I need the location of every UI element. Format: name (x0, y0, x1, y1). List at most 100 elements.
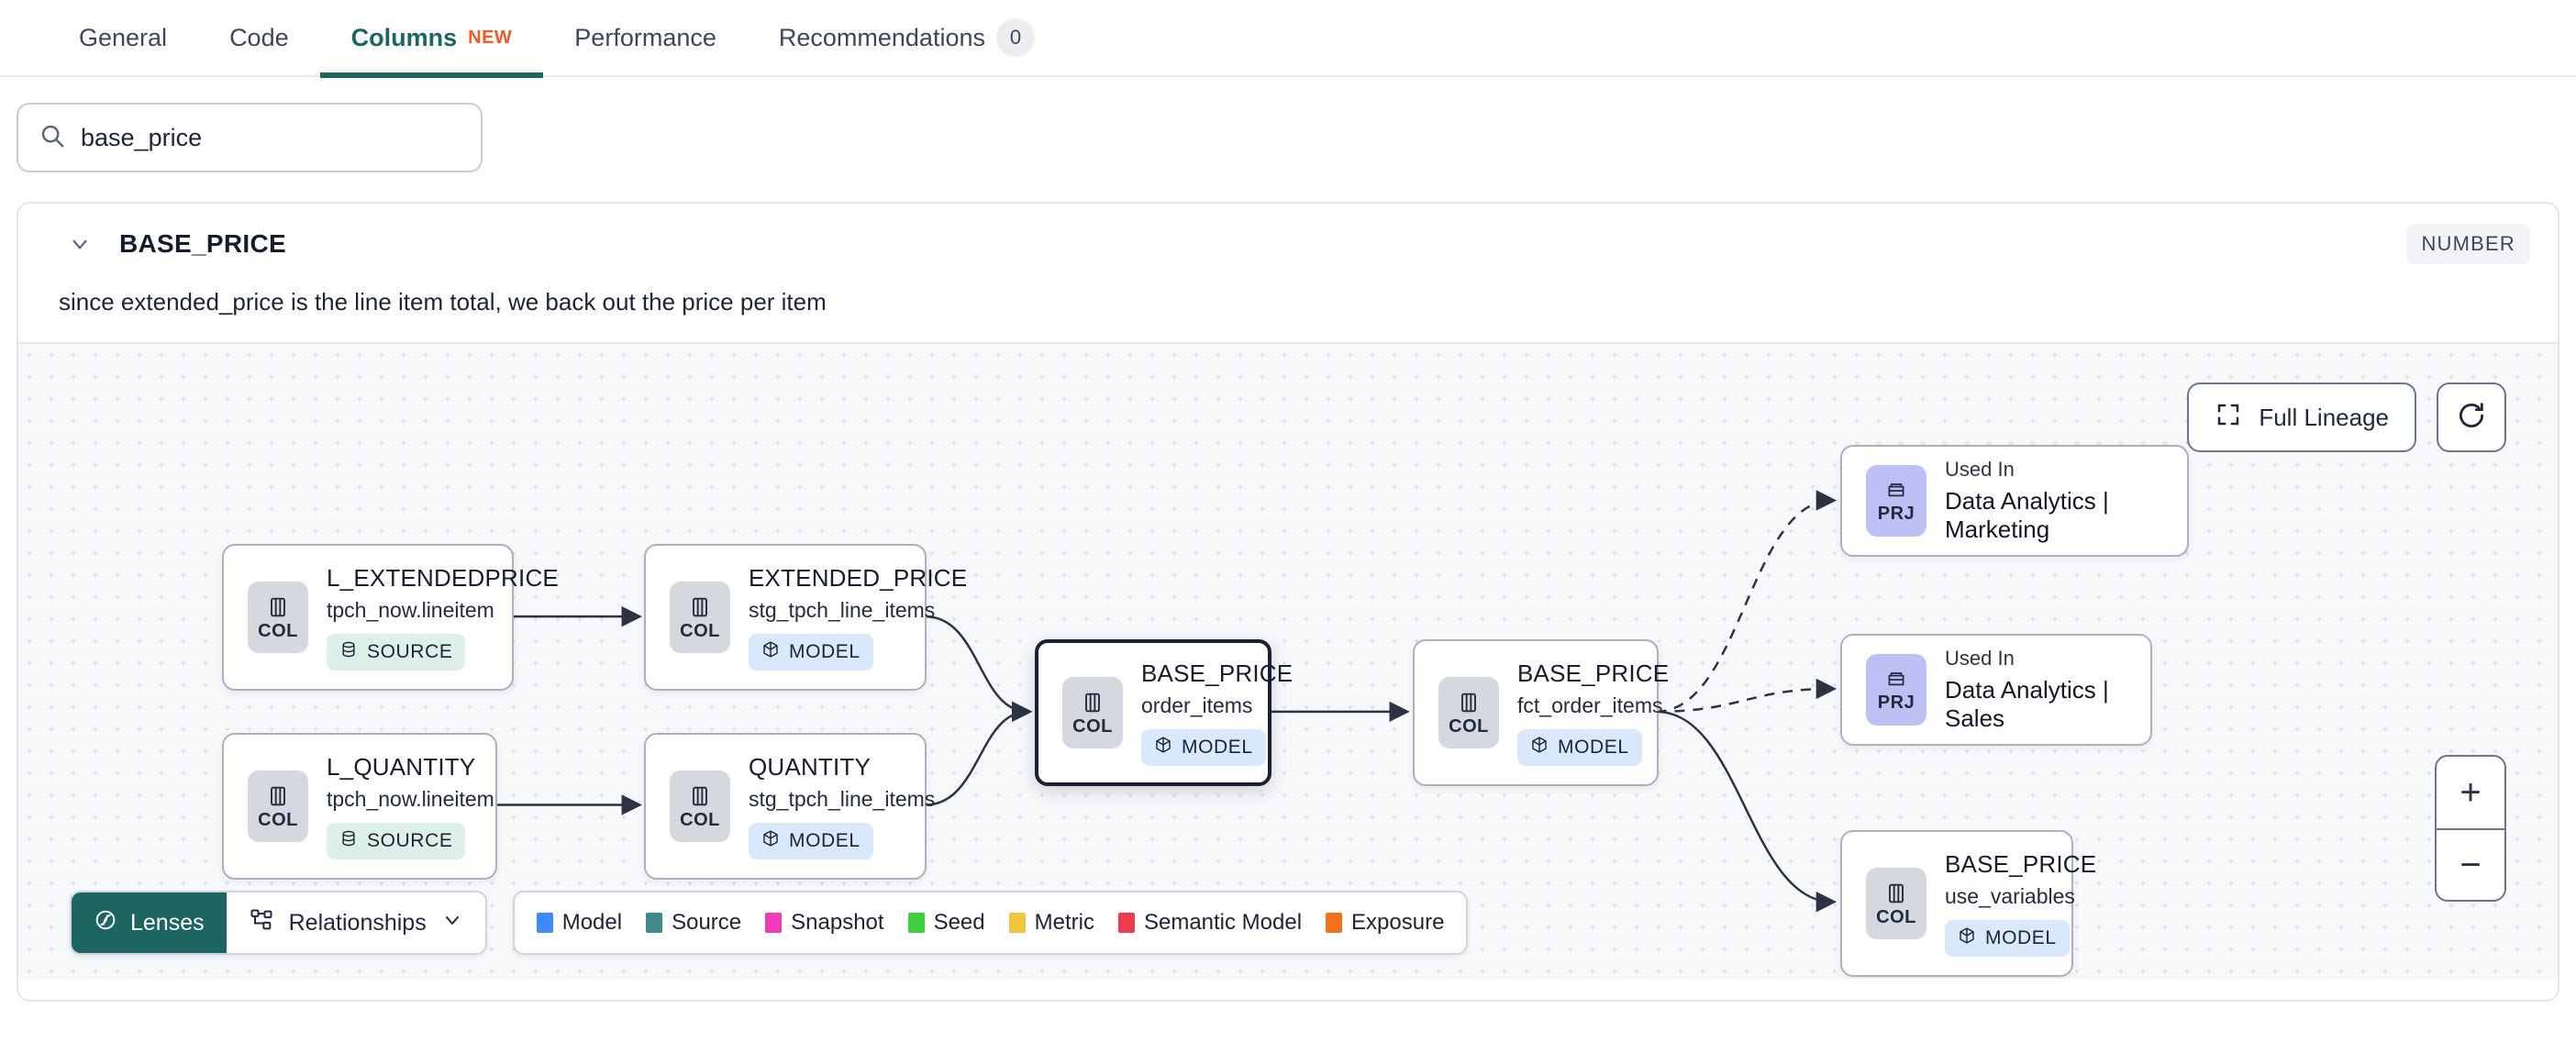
column-header[interactable]: BASE_PRICE NUMBER (18, 204, 2558, 284)
legend-swatch (1008, 913, 1026, 933)
search-area (0, 77, 2576, 172)
lineage-node-base-price-order-items[interactable]: COL BASE_PRICE order_items MODEL (1035, 639, 1293, 786)
expand-icon (2215, 401, 2242, 435)
lineage-node-project-sales[interactable]: PRJ Used In Data Analytics | Sales (1840, 634, 2152, 746)
pill-label: MODEL (1558, 737, 1629, 758)
search-input[interactable] (81, 123, 461, 152)
canvas-bottom-toolbar: Lenses Relationships (70, 891, 1469, 955)
tab-label: Columns (350, 23, 458, 51)
search-icon (39, 122, 66, 154)
refresh-icon (2456, 400, 2487, 436)
page-title: BASE_PRICE (119, 229, 286, 258)
node-kind-pill: MODEL (1945, 920, 2070, 957)
tab-recommendations[interactable]: Recommendations 0 (748, 0, 1066, 76)
lenses-relationships-group: Lenses Relationships (70, 891, 487, 955)
legend-label: Seed (933, 910, 985, 935)
tab-performance[interactable]: Performance (543, 0, 748, 76)
legend-item-exposure: Exposure (1326, 910, 1444, 936)
relationships-icon (249, 907, 274, 939)
legend-swatch (1326, 913, 1343, 933)
tab-label: Performance (574, 23, 716, 51)
column-type-badge: NUMBER (2406, 224, 2530, 264)
cube-icon (1530, 736, 1549, 759)
cube-icon (761, 829, 780, 853)
node-kind-pill: MODEL (1517, 729, 1642, 766)
cube-icon (761, 640, 780, 664)
node-kind-pill: MODEL (749, 823, 873, 859)
node-subtitle: tpch_now.lineitem (327, 787, 494, 811)
col-badge-label: COL (1072, 716, 1113, 737)
lineage-node-quantity[interactable]: COL QUANTITY stg_tpch_line_items MODEL (644, 733, 935, 880)
node-subtitle: use_variables (1945, 884, 2075, 908)
prj-type-badge: PRJ (1866, 654, 1926, 726)
prj-badge-label: PRJ (1877, 693, 1915, 713)
zoom-out-button[interactable]: − (2437, 828, 2504, 900)
lineage-node-extended-price[interactable]: COL EXTENDED_PRICE stg_tpch_line_items M… (644, 544, 967, 691)
lens-icon (94, 908, 117, 938)
tab-code[interactable]: Code (198, 0, 320, 76)
col-badge-label: COL (680, 810, 720, 830)
tab-label: Code (229, 23, 289, 51)
tab-label: Recommendations (778, 23, 985, 51)
lineage-node-project-marketing[interactable]: PRJ Used In Data Analytics | Marketing (1840, 445, 2189, 557)
legend-label: Snapshot (791, 910, 884, 935)
relationships-label: Relationships (288, 909, 427, 936)
column-description: since extended_price is the line item to… (59, 288, 827, 316)
legend-label: Exposure (1351, 910, 1445, 935)
legend-item-source: Source (646, 910, 741, 936)
full-lineage-label: Full Lineage (2259, 403, 2389, 431)
node-name: QUANTITY (749, 753, 872, 781)
lineage-node-l-extendedprice[interactable]: COL L_EXTENDEDPRICE tpch_now.lineitem SO… (222, 544, 559, 691)
node-kind-pill: SOURCE (327, 823, 466, 859)
relationships-dropdown[interactable]: Relationships (227, 892, 485, 953)
legend-swatch (536, 913, 553, 933)
col-type-badge: COL (670, 770, 730, 842)
node-subtitle: stg_tpch_line_items (749, 598, 936, 622)
node-used-in-label: Used In (1945, 647, 2015, 670)
lenses-label: Lenses (130, 909, 205, 936)
full-lineage-button[interactable]: Full Lineage (2187, 382, 2416, 452)
prj-type-badge: PRJ (1866, 465, 1926, 537)
pill-label: MODEL (1182, 737, 1253, 758)
lineage-node-base-price-use-variables[interactable]: COL BASE_PRICE use_variables MODEL (1840, 830, 2096, 977)
lineage-node-l-quantity[interactable]: COL L_QUANTITY tpch_now.lineitem SOURCE (222, 733, 497, 880)
zoom-in-button[interactable]: + (2459, 771, 2482, 813)
tab-columns[interactable]: Columns NEW (319, 0, 544, 78)
node-name: BASE_PRICE (1517, 660, 1670, 687)
col-type-badge: COL (248, 770, 308, 842)
refresh-button[interactable] (2437, 382, 2506, 452)
node-name: BASE_PRICE (1945, 850, 2097, 878)
tab-new-badge: NEW (468, 27, 513, 48)
col-type-badge: COL (670, 582, 730, 653)
pill-label: MODEL (789, 641, 861, 662)
legend-item-model: Model (536, 910, 623, 936)
node-subtitle: fct_order_items (1517, 693, 1663, 717)
col-type-badge: COL (1438, 677, 1499, 748)
col-badge-label: COL (258, 621, 298, 641)
tab-bar: General Code Columns NEW Performance Rec… (0, 0, 2576, 78)
zoom-controls: + − (2435, 755, 2506, 902)
col-badge-label: COL (1876, 907, 1916, 927)
legend-swatch (907, 913, 925, 933)
lenses-button[interactable]: Lenses (72, 892, 227, 953)
legend-item-seed: Seed (907, 910, 985, 936)
node-name: L_QUANTITY (327, 753, 476, 781)
legend-label: Semantic Model (1143, 910, 1303, 935)
node-subtitle: tpch_now.lineitem (327, 598, 494, 622)
legend-item-snapshot: Snapshot (765, 910, 884, 936)
chevron-down-icon[interactable] (66, 230, 94, 258)
node-name: L_EXTENDEDPRICE (327, 564, 559, 592)
legend-item-metric: Metric (1008, 910, 1094, 936)
col-badge-label: COL (680, 621, 720, 641)
legend-label: Metric (1034, 910, 1094, 935)
lineage-canvas[interactable]: COL L_EXTENDEDPRICE tpch_now.lineitem SO… (18, 342, 2558, 979)
tab-general[interactable]: General (48, 0, 198, 76)
prj-badge-label: PRJ (1877, 504, 1915, 524)
search-box[interactable] (17, 103, 483, 172)
cube-icon (1154, 736, 1172, 759)
legend-swatch (1117, 913, 1135, 933)
legend-label: Model (561, 910, 623, 935)
lineage-node-base-price-fct-order-items[interactable]: COL BASE_PRICE fct_order_items MODEL (1413, 639, 1669, 786)
col-badge-label: COL (258, 810, 298, 830)
pill-label: SOURCE (367, 830, 453, 851)
